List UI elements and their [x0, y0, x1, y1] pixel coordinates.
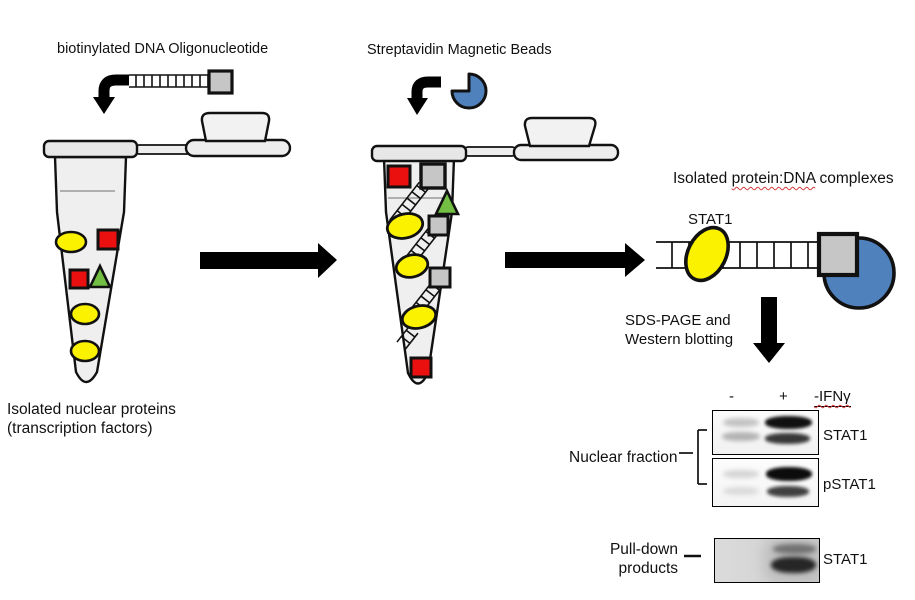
blot-band-weak: [723, 487, 759, 495]
tube-1-hinge: [134, 144, 194, 155]
tube-1-body: [53, 155, 128, 384]
blot-band-strong: [767, 486, 809, 497]
complex-title-post: complexes: [815, 170, 894, 187]
process-line-1: SDS-PAGE and: [625, 312, 731, 329]
tube-1-rim: [42, 139, 139, 159]
step1-reagent-label: biotinylated DNA Oligonucleotide: [57, 41, 269, 57]
protein-triangle-icon: [87, 262, 113, 289]
complex-title-marked: protein:DNA: [731, 170, 816, 187]
complex-title-pre: Isolated: [673, 170, 732, 187]
stat1-label: STAT1: [688, 211, 733, 228]
step-arrow-down-icon: [753, 297, 785, 363]
protein-oval-icon: [69, 339, 101, 363]
protein-oval-icon: [394, 253, 430, 279]
blot-band-weak: [723, 418, 759, 427]
blot-panel-stat1: [712, 410, 819, 455]
panel3-target-label: STAT1: [823, 551, 868, 568]
protein-oval-icon: [400, 304, 438, 330]
panel2-target-label: pSTAT1: [823, 476, 876, 493]
process-line-2: Western blotting: [625, 330, 734, 348]
pulldown-label-line-2: products: [618, 560, 678, 578]
add-beads-arrow-icon: [407, 76, 441, 115]
biotin-square-icon: [816, 231, 860, 278]
lane-minus-label: -: [729, 388, 734, 405]
blot-band-strong: [771, 557, 816, 573]
biotin-square-icon: [207, 69, 234, 95]
blot-band-weak: [723, 470, 759, 478]
tube-1-cap-base: [184, 138, 292, 158]
step2-reagent-label: Streptavidin Magnetic Beads: [367, 42, 552, 58]
blot-band-strong: [765, 433, 810, 444]
nuclear-fraction-bracket: [679, 429, 707, 485]
tube-1: [42, 111, 292, 384]
protein-oval-icon: [385, 212, 425, 240]
step-arrow-right-icon: [505, 243, 645, 277]
tube-2-cap-cup: [523, 116, 597, 148]
protein-oval-icon: [54, 230, 88, 254]
tube-2-contents: [385, 162, 461, 379]
blot-band-strong: [773, 544, 816, 554]
step-arrow-right-icon: [200, 243, 337, 278]
stat1-protein-icon: [684, 225, 730, 283]
blot-band-weak: [722, 432, 760, 441]
tube-2-hinge: [463, 146, 517, 157]
caption-line-2: (transcription factors): [7, 420, 153, 438]
protein-square-icon: [409, 356, 433, 379]
tube-1-cap-cup: [200, 111, 271, 143]
blot-band-strong: [765, 416, 812, 429]
lane-plus-label: +: [779, 388, 788, 405]
protein-dna-complex: [656, 225, 896, 310]
streptavidin-bead-icon: [450, 72, 488, 110]
blot-band-strong: [766, 467, 812, 481]
blot-panel-pstat1: [712, 458, 819, 507]
pulldown-label-line-1: Pull-down: [609, 541, 678, 558]
protein-square-icon: [68, 268, 90, 290]
protein-square-icon: [96, 228, 120, 251]
tube-2-rim: [370, 144, 468, 163]
process-label: SDS-PAGE and Western blotting: [625, 312, 733, 350]
treatment-label: -IFNγ: [814, 388, 851, 407]
nuclear-fraction-label: Nuclear fraction: [569, 449, 678, 466]
tube-2-cap-base: [512, 143, 620, 162]
dna-oligo-icon: [129, 69, 234, 95]
tube-1-caption: Isolated nuclear proteins (transcription…: [7, 400, 176, 439]
biotin-square-icon: [428, 266, 452, 289]
biotin-square-icon: [419, 162, 447, 190]
caption-line-1: Isolated nuclear proteins: [7, 401, 176, 418]
complex-title: Isolated protein:DNA complexes: [673, 169, 894, 188]
biotin-square-icon: [427, 214, 450, 237]
panel1-target-label: STAT1: [823, 427, 868, 444]
protein-oval-icon: [69, 302, 101, 326]
pulldown-group-label: Pull-down products: [595, 540, 678, 579]
add-oligo-arrow-icon: [93, 74, 129, 114]
tube-1-proteins: [54, 228, 120, 363]
protein-square-icon: [386, 164, 412, 189]
blot-panel-pulldown-stat1: [714, 538, 820, 583]
protein-triangle-icon: [433, 187, 461, 216]
